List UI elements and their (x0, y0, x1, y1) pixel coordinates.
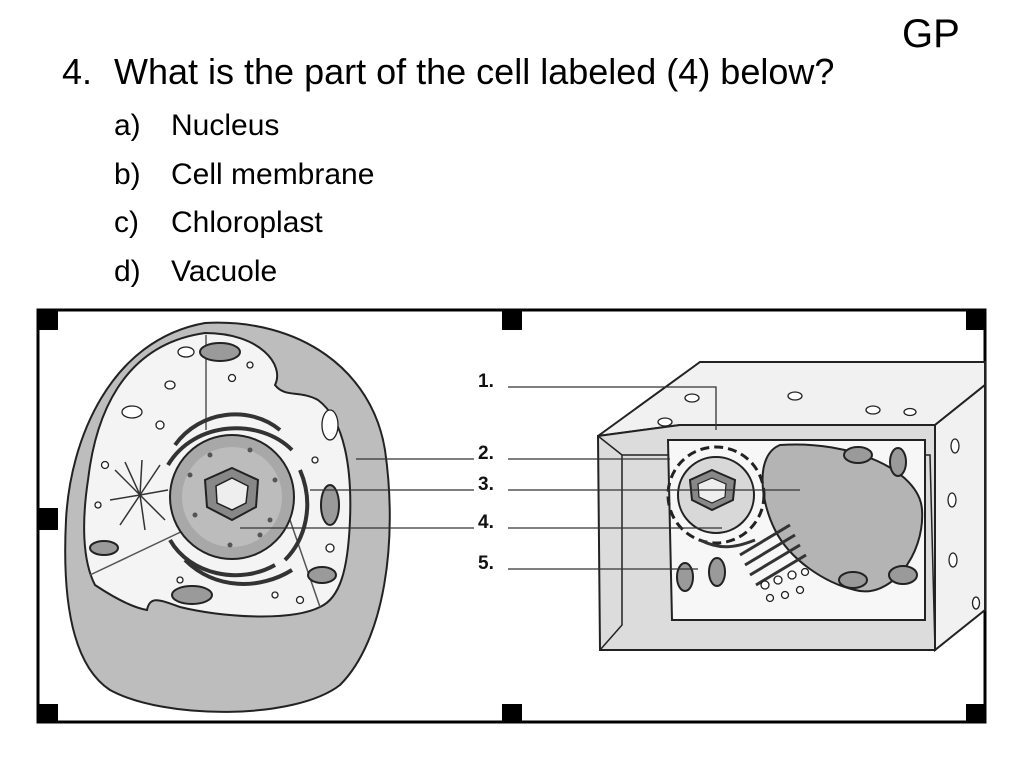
plant-vesicles (657, 391, 981, 610)
option-letter: c) (114, 206, 139, 239)
handle-top-middle (502, 310, 522, 330)
plant-nucleus-envelope (666, 445, 766, 545)
option-b: b) Cell membrane (114, 151, 374, 200)
handle-bottom-left (38, 704, 58, 722)
option-text: Cell membrane (171, 157, 375, 191)
slide-tag: GP (902, 12, 960, 56)
label-3: 3. (478, 474, 494, 495)
question-prompt: What is the part of the cell labeled (4)… (114, 51, 835, 92)
label-2: 2. (478, 443, 494, 464)
centrosome (109, 459, 169, 531)
endoplasmic-reticulum (166, 412, 310, 586)
answer-options: a)Nucleus b)Cell membrane c)Chloroplast … (114, 102, 374, 296)
option-c: c) Chloroplast (114, 199, 374, 248)
option-a: a) Nucleus (114, 102, 374, 151)
option-letter: d) (114, 254, 141, 288)
label-5: 5. (478, 553, 494, 574)
handle-top-right (966, 310, 986, 330)
vesicles (94, 346, 339, 605)
handle-middle-left (38, 508, 58, 530)
label-1: 1. (478, 371, 494, 392)
label-4: 4. (478, 512, 494, 533)
option-d: d) Vacuole (114, 248, 374, 297)
question-text: 4. What is the part of the cell labeled (… (62, 50, 834, 94)
plant-cell-wall-right (934, 382, 986, 653)
animal-cell (64, 321, 391, 713)
label-leader-lines (240, 386, 800, 570)
option-letter: a) (114, 109, 141, 142)
plant-cell (596, 361, 986, 653)
handle-bottom-right (966, 704, 986, 722)
chromatin-dots (187, 447, 278, 548)
option-text: Nucleus (171, 109, 280, 142)
question-number: 4. (62, 51, 93, 92)
mitochondria (89, 342, 340, 605)
handle-bottom-middle (502, 704, 522, 722)
option-text: Chloroplast (171, 206, 323, 239)
plant-endoplasmic-reticulum (699, 523, 807, 587)
handle-top-left (38, 310, 58, 330)
chloroplasts (676, 446, 918, 592)
option-letter: b) (114, 157, 141, 191)
option-text: Vacuole (171, 254, 278, 288)
animal-nucleolus-core (215, 477, 249, 511)
